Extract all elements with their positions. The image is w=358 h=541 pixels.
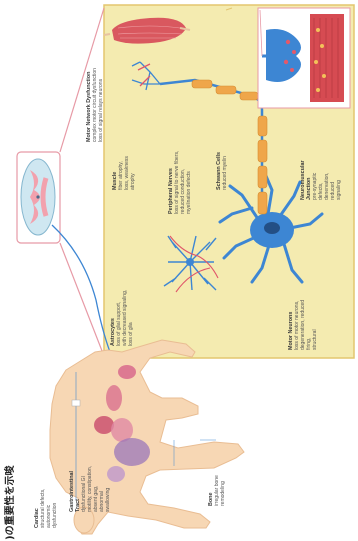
muscle-line: atrophy — [130, 156, 136, 190]
connector-line-bottom — [60, 243, 104, 356]
motor-network-line: loss of signal relays neurons — [98, 68, 104, 142]
gi-caption: Gastrointestinal Tract dysfunctional GI … — [69, 466, 111, 512]
motor-neurons-caption: Motor Neurons loss of motor neurons, deg… — [288, 300, 318, 350]
cardiac-caption: Cardiac structural defects, autonomic dy… — [34, 489, 58, 528]
figure-title: )の重要性を示唆 — [1, 465, 16, 540]
nmj-caption: Neuromuscular Junction pre-synaptic defe… — [300, 160, 342, 200]
bone-line: remodeling — [220, 475, 226, 506]
astrocytes-line: loss of glia — [128, 290, 134, 346]
schwann-cells-line: reduced myelin — [222, 152, 228, 190]
nmj-line: signaling — [336, 160, 342, 200]
bone-caption: Bone irregular bone remodeling — [208, 475, 226, 506]
motor-network-caption: Motor Network Dysfunction complex motor … — [86, 68, 104, 142]
cardiac-line: dysfunction — [52, 489, 58, 528]
motor-neurons-line: structural — [312, 300, 318, 350]
muscle-caption: Muscle fiber atrophy, loss, weakness atr… — [112, 156, 136, 190]
peripheral-nerves-caption: Peripheral Nerves loss of signal to nerv… — [168, 151, 192, 214]
schwann-cells-caption: Schwann Cells reduced myelin — [216, 152, 228, 190]
peripheral-nerves-line: myelination defects — [186, 151, 192, 214]
gi-line: swallowing — [105, 466, 111, 512]
astrocytes-caption: Astrocytes loss of glial support, with d… — [110, 290, 134, 346]
spinal-cord-cross-section-icon — [17, 152, 60, 243]
